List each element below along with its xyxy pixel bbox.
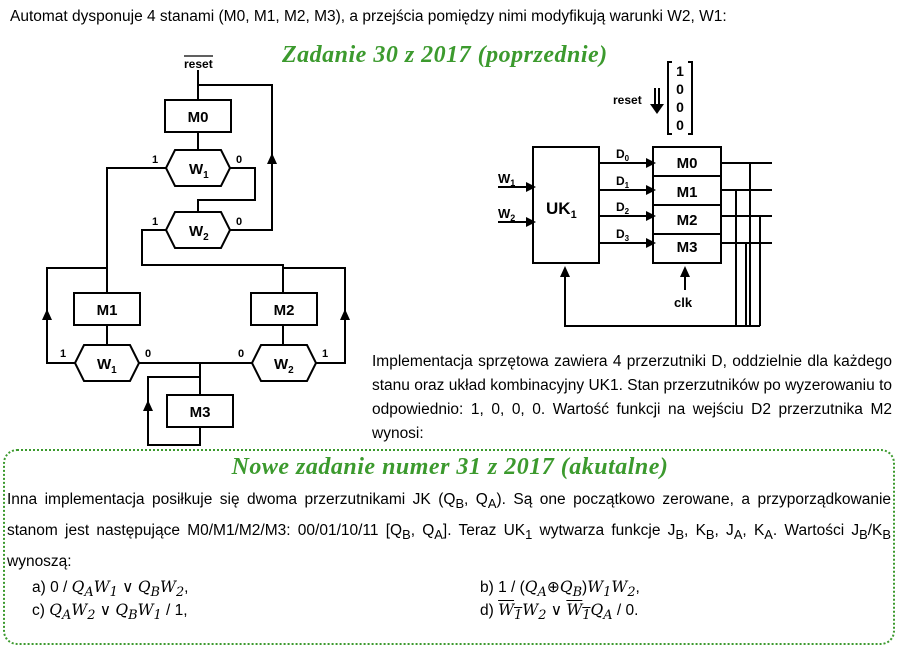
answer-d[interactable]: d) W1W2 ∨ W1QA / 0. xyxy=(480,601,639,624)
flow-state-m0: M0 xyxy=(188,109,209,126)
branch-zero-label: 0 xyxy=(236,216,242,228)
d3-label: D3 xyxy=(616,227,630,243)
reset-vector-bit: 0 xyxy=(676,99,684,115)
answer-c[interactable]: c) QAW2 ∨ QBW1 / 1, xyxy=(32,601,188,624)
input-w1: W1 xyxy=(498,171,515,188)
input-w2: W2 xyxy=(498,206,515,223)
heading-previous-task: Zadanie 30 z 2017 (poprzednie) xyxy=(282,42,608,68)
ff-m2: M2 xyxy=(677,212,698,229)
answer-b[interactable]: b) 1 / (QA⊕QB)W1W2, xyxy=(480,578,640,601)
flow-state-m3: M3 xyxy=(190,404,211,421)
flow-state-m1: M1 xyxy=(97,302,118,319)
intro-text: Automat dysponuje 4 stanami (M0, M1, M2,… xyxy=(10,8,727,25)
ff-m0: M0 xyxy=(677,155,698,172)
flow-cond-w1-low: W1 xyxy=(97,356,117,376)
description-text: Implementacja sprzętowa zawiera 4 przerz… xyxy=(372,353,892,442)
circuit-diagram: reset 1 0 0 0 W1 W2 UK1 D0 D1 D2 D3 M0 M… xyxy=(498,61,772,327)
d1-label: D1 xyxy=(616,174,630,190)
flow-reset-label: reset xyxy=(184,57,213,71)
flow-cond-w1-top: W1 xyxy=(189,161,209,181)
circuit-reset-label: reset xyxy=(613,93,642,107)
ff-m3: M3 xyxy=(677,239,698,256)
branch-zero-label: 0 xyxy=(145,348,151,360)
reset-vector-bit: 0 xyxy=(676,81,684,97)
flow-state-m2: M2 xyxy=(274,302,295,319)
branch-zero-label: 0 xyxy=(238,348,244,360)
flow-cond-w2-low: W2 xyxy=(274,356,294,376)
branch-zero-label: 0 xyxy=(236,154,242,166)
reset-vector-bit: 1 xyxy=(676,63,684,79)
uk1-block-label: UK1 xyxy=(546,199,577,221)
ff-m1: M1 xyxy=(677,184,698,201)
answer-a[interactable]: a) 0 / QAW1 ∨ QBW2, xyxy=(32,578,189,601)
d2-label: D2 xyxy=(616,200,630,216)
branch-one-label: 1 xyxy=(152,216,158,228)
task-text: Inna implementacja posiłkuje się dwoma p… xyxy=(7,491,892,571)
branch-one-label: 1 xyxy=(60,348,66,360)
flow-cond-w2: W2 xyxy=(189,223,209,243)
new-task-frame xyxy=(3,449,895,645)
heading-new-task: Nowe zadanie numer 31 z 2017 (akutalne) xyxy=(231,454,669,480)
branch-one-label: 1 xyxy=(152,154,158,166)
clk-label: clk xyxy=(674,295,693,310)
reset-vector-bit: 0 xyxy=(676,117,684,133)
state-flowchart: reset M0 M1 M2 M3 W1 W2 W1 W2 1 0 1 0 1 … xyxy=(42,55,350,446)
d0-label: D0 xyxy=(616,147,630,163)
branch-one-label: 1 xyxy=(322,348,328,360)
